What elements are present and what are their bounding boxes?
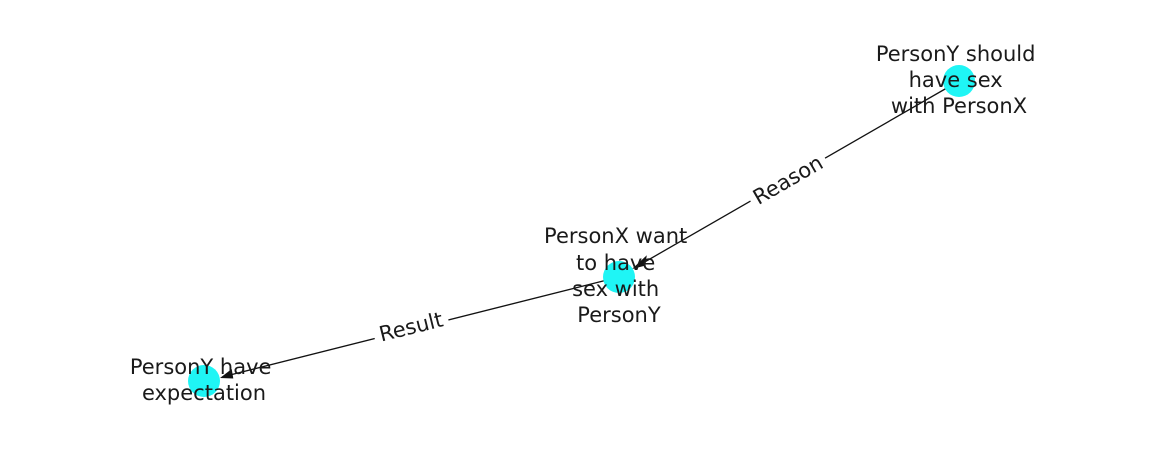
- edge-reason-label-group: Reason: [743, 145, 833, 215]
- node-n2-label-line: to have: [576, 251, 655, 275]
- node-n3-label: PersonY have expectation: [130, 355, 278, 405]
- node-n3-label-line: PersonY have: [130, 355, 272, 379]
- edge-reason-arrowhead: [632, 255, 647, 269]
- edge-result-arrowhead: [220, 369, 234, 379]
- node-n1-label-line: with PersonX: [891, 94, 1027, 118]
- node-n3-label-line: expectation: [142, 381, 266, 405]
- node-n1-label-line: PersonY should: [876, 42, 1036, 66]
- edge-reason-label-bg: [743, 145, 833, 215]
- edges-layer: Reason Result: [220, 80, 960, 379]
- node-n1-marker: [943, 65, 975, 97]
- edge-result-label-group: Result: [370, 303, 452, 351]
- nodes-layer: [188, 65, 975, 397]
- node-n2-marker: [603, 261, 635, 293]
- node-n2-label-line: sex with: [572, 277, 659, 301]
- edge-result-label-bg: [370, 303, 452, 351]
- node-n1-label-line: have sex: [909, 68, 1003, 92]
- node-n2-label-line: PersonY: [577, 303, 661, 327]
- node-n2-label: PersonX want to have sex with PersonY: [544, 224, 694, 327]
- node-n2-label-line: PersonX want: [544, 224, 687, 248]
- node-n1-label: PersonY should have sex with PersonX: [876, 42, 1042, 118]
- labels-layer: PersonY should have sex with PersonX Per…: [130, 42, 1042, 405]
- node-n3-marker: [188, 365, 220, 397]
